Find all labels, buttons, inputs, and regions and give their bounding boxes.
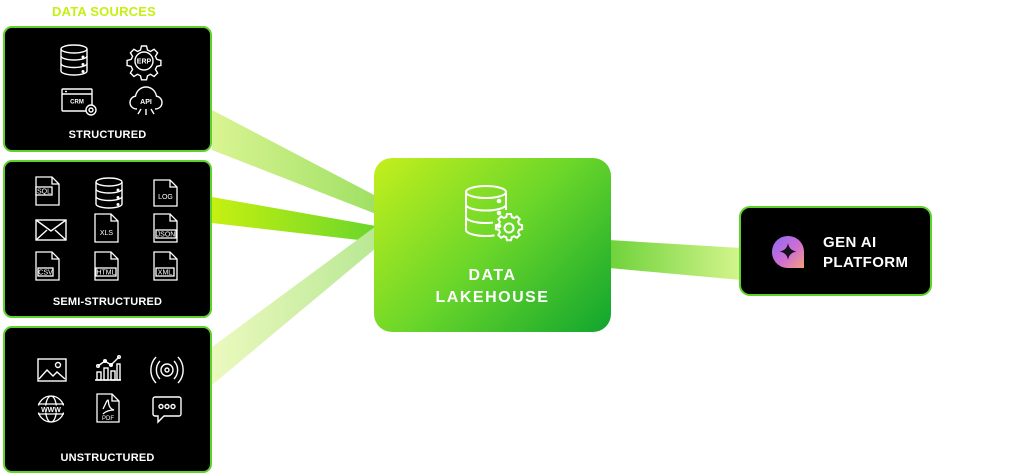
- source-label-unstructured: UNSTRUCTURED: [60, 452, 155, 464]
- html-text: HTML: [96, 270, 115, 277]
- source-box-unstructured: WWW PDF UNSTRUCTURED: [3, 326, 212, 473]
- database-gear-icon: [464, 184, 524, 244]
- xls-file-icon: XLS: [94, 213, 120, 243]
- xls-text: XLS: [100, 230, 114, 237]
- target-line-2: PLATFORM: [823, 254, 909, 271]
- xml-file-icon: XML: [153, 251, 179, 281]
- csv-text: CSV: [38, 270, 53, 277]
- link-semi-structured: [212, 197, 376, 242]
- data-lakehouse-label: DATA LAKEHOUSE: [374, 265, 611, 309]
- erp-text: ERP: [137, 59, 152, 66]
- link-genai: [609, 240, 741, 280]
- link-structured: [212, 110, 376, 214]
- source-label-semi-structured: SEMI-STRUCTURED: [52, 296, 163, 308]
- erp-gear-icon: ERP: [126, 44, 162, 81]
- database-icon: [59, 44, 89, 76]
- audio-signal-icon: [150, 355, 184, 385]
- sql-text: SQL: [37, 189, 51, 196]
- api-text: API: [140, 99, 152, 106]
- csv-file-icon: CSV: [35, 251, 61, 281]
- api-cloud-icon: API: [129, 85, 163, 117]
- chat-bubble-icon: [152, 396, 182, 424]
- source-box-semi-structured: SQL LOG XLS JSON CSV HTML X: [3, 160, 212, 318]
- pdf-text: PDF: [102, 416, 114, 422]
- source-label-structured: STRUCTURED: [68, 129, 147, 141]
- www-text: WWW: [41, 407, 61, 414]
- data-lakehouse-hub: DATA LAKEHOUSE: [374, 158, 611, 332]
- target-line-1: GEN AI: [823, 234, 877, 251]
- analytics-icon: [94, 354, 122, 382]
- xml-text: XML: [158, 270, 173, 277]
- web-globe-icon: WWW: [35, 394, 67, 424]
- sparkle-icon: [771, 235, 805, 269]
- hub-line-1: DATA: [468, 267, 517, 284]
- log-text: LOG: [158, 194, 173, 201]
- database-icon: [94, 177, 124, 209]
- sql-file-icon: SQL: [35, 176, 61, 206]
- crm-window-icon: CRM: [61, 88, 97, 116]
- email-icon: [35, 219, 67, 241]
- source-box-structured: ERP CRM API STRUCTURED: [3, 26, 212, 152]
- link-unstructured: [212, 226, 376, 385]
- json-text: JSON: [157, 232, 176, 239]
- image-icon: [37, 358, 67, 382]
- json-file-icon: JSON: [153, 213, 179, 243]
- html-file-icon: HTML: [94, 251, 120, 281]
- log-file-icon: LOG: [153, 179, 179, 207]
- gen-ai-platform-label: GEN AI PLATFORM: [823, 233, 908, 273]
- gen-ai-platform-box: GEN AI PLATFORM: [739, 206, 932, 296]
- data-sources-title: DATA SOURCES: [52, 4, 156, 19]
- pdf-file-icon: PDF: [96, 393, 120, 423]
- crm-text: CRM: [70, 100, 84, 106]
- hub-line-2: LAKEHOUSE: [435, 289, 550, 306]
